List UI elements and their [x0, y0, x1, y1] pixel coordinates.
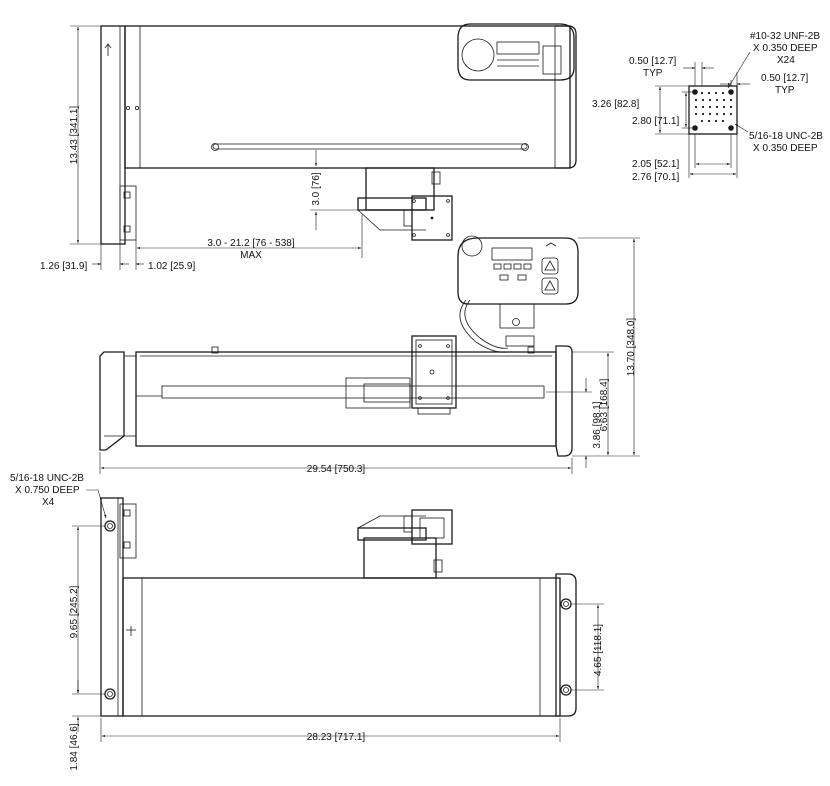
- dim-stroke-max: MAX: [240, 250, 262, 261]
- dim-plate-width-inner: 2.05 [52.1]: [632, 159, 679, 170]
- pendant-controller: [457, 237, 579, 305]
- note-large-thread-2: X 0.350 DEEP: [753, 143, 818, 154]
- front-left-end: [99, 351, 125, 451]
- note-mount-thread-1: 5/16-18 UNC-2B: [10, 473, 84, 484]
- dim-edge-offset: 1.84 [46.6]: [69, 723, 80, 770]
- bottom-carriage-plate: [411, 509, 453, 545]
- top-view: [70, 23, 577, 270]
- bottom-right-end: [555, 573, 577, 717]
- dim-spacing-right-typ: TYP: [775, 85, 795, 96]
- dim-top-width-left: 1.26 [31.9]: [40, 261, 87, 272]
- dim-overall-height: 13.70 [348.0]: [626, 318, 637, 377]
- note-large-thread-1: 5/16-18 UNC-2B: [749, 131, 823, 142]
- dim-height-mid: 6.63 [168.4]: [599, 378, 610, 431]
- hole-pattern-plate: [688, 85, 738, 135]
- dim-spacing-left-typ: TYP: [643, 68, 663, 79]
- dim-overall-length: 29.54 [750.3]: [307, 464, 366, 475]
- note-mount-thread-3: X4: [42, 497, 55, 508]
- top-guide-rod: [212, 143, 528, 150]
- note-small-thread-2: X 0.350 DEEP: [753, 43, 818, 54]
- front-guide-rod: [161, 385, 545, 399]
- note-small-thread-3: X24: [777, 55, 795, 66]
- note-small-thread-1: #10-32 UNF-2B: [750, 31, 820, 42]
- dim-stroke-range: 3.0 - 21.2 [76 - 538]: [207, 238, 295, 249]
- dim-height-low: 3.86 [98.1]: [592, 401, 603, 448]
- top-left-end-plate: [100, 25, 126, 245]
- note-mount-thread-2: X 0.750 DEEP: [15, 485, 80, 496]
- jog-up-icon: [541, 257, 559, 275]
- front-view: [99, 235, 640, 474]
- dim-bottom-length: 28.23 [717.1]: [307, 732, 366, 743]
- bottom-view: [72, 489, 604, 742]
- dim-plate-height-inner: 2.80 [71.1]: [632, 116, 679, 127]
- pendant-display: [491, 247, 533, 261]
- dim-plate-width-outer: 2.76 [70.1]: [632, 172, 679, 183]
- dim-top-offset: 3.0 [76]: [311, 172, 322, 206]
- hole-pattern-detail: [655, 51, 751, 178]
- dim-hole-spacing: 9.65 [245.2]: [69, 585, 80, 638]
- dim-top-width-right: 1.02 [25.9]: [148, 261, 195, 272]
- dim-spacing-right: 0.50 [12.7]: [761, 73, 808, 84]
- top-body: [124, 25, 571, 169]
- dim-top-height: 13.43 [341.1]: [69, 106, 80, 165]
- bottom-body: [122, 577, 561, 717]
- dim-spacing-left: 0.50 [12.7]: [629, 56, 676, 67]
- dim-hole-span-right: 4.65 [118.1]: [593, 624, 604, 676]
- hole-grid: [692, 89, 734, 131]
- top-control-unit: [457, 23, 575, 81]
- front-right-end: [555, 345, 573, 457]
- dim-plate-height-outer: 3.26 [82.8]: [592, 99, 639, 110]
- pendant-knob: [461, 235, 483, 257]
- jog-down-icon: [541, 277, 559, 295]
